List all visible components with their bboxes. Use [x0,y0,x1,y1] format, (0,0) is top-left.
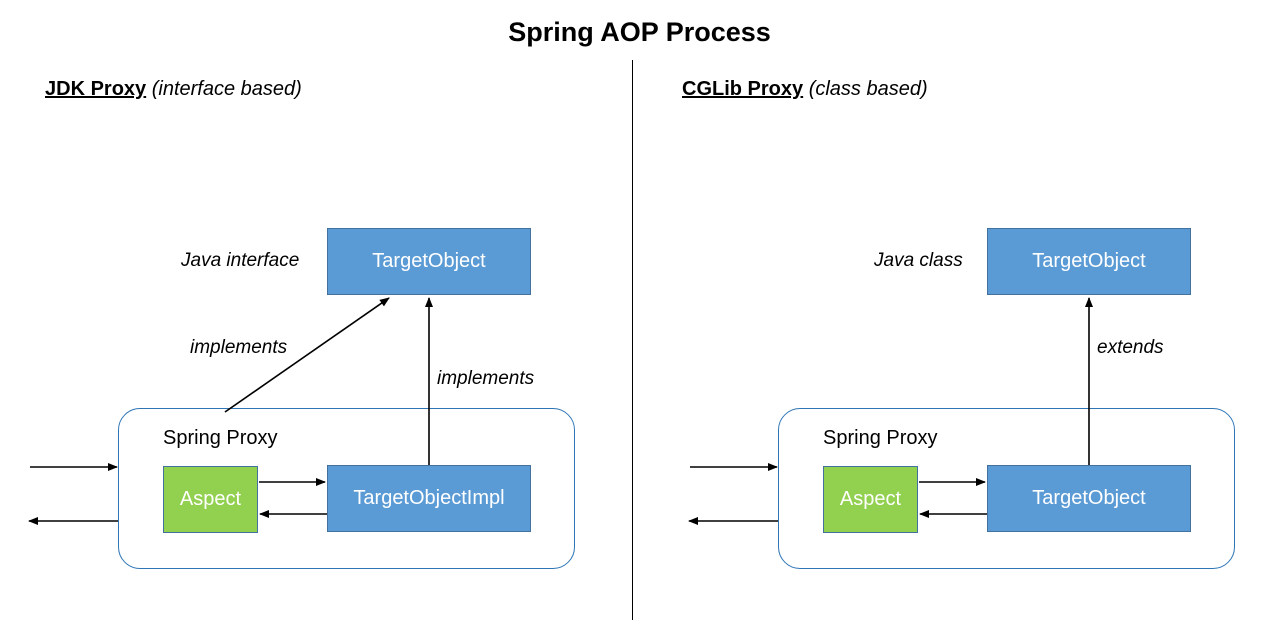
label-spring-proxy-right: Spring Proxy [823,427,938,449]
label-implements-diagonal: implements [190,337,288,358]
panel-heading-jdk: JDK Proxy (interface based) [45,78,302,101]
panel-divider [632,60,633,620]
label-extends: extends [1097,337,1164,358]
panel-heading-jdk-strong: JDK Proxy [45,78,147,100]
panel-heading-cglib-strong: CGLib Proxy [682,78,804,100]
panel-heading-cglib: CGLib Proxy (class based) [682,78,928,101]
label-java-interface: Java interface [181,250,300,271]
panel-heading-jdk-italic: (interface based) [151,78,302,100]
container-spring-proxy-right [778,408,1235,569]
box-aspect-right: Aspect [823,466,918,533]
label-implements-vertical: implements [437,368,535,389]
box-target-object-left: TargetObject [327,228,531,295]
panel-heading-cglib-italic: (class based) [808,78,928,100]
label-spring-proxy-left: Spring Proxy [163,427,278,449]
box-target-object-right: TargetObject [987,228,1191,295]
box-target-object-inner-right: TargetObject [987,465,1191,532]
label-java-class: Java class [874,250,963,271]
box-target-object-impl-left: TargetObjectImpl [327,465,531,532]
page-title: Spring AOP Process [508,17,771,47]
box-aspect-left: Aspect [163,466,258,533]
